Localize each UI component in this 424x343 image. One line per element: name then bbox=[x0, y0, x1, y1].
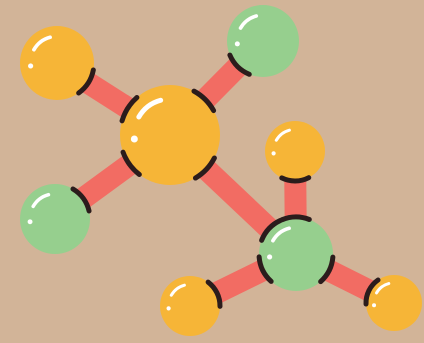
atom-bottom-left-highlight-dot bbox=[166, 306, 171, 311]
atom-bottom-left-highlight bbox=[169, 283, 186, 297]
atom-lower-center-highlight-dot bbox=[267, 254, 273, 260]
atom-bottom-left bbox=[160, 276, 220, 336]
atom-upper-right-body bbox=[265, 121, 325, 181]
atom-top-right bbox=[227, 5, 299, 77]
atom-lower-center bbox=[259, 217, 333, 291]
bond-cap-center-side bbox=[120, 149, 142, 177]
atom-top-left bbox=[20, 26, 94, 100]
atom-bottom-right bbox=[366, 275, 422, 331]
atom-bottom-right-highlight bbox=[375, 282, 391, 295]
bond-cap-center-side bbox=[192, 155, 217, 181]
bond-cap-upper-right-side bbox=[279, 175, 312, 184]
bond-cap-lower-center-side bbox=[279, 214, 312, 223]
atom-left-highlight bbox=[31, 192, 51, 209]
bond-cap-center-side bbox=[191, 88, 217, 114]
atom-center-highlight-dot bbox=[130, 135, 138, 143]
atom-bottom-right-highlight-dot bbox=[372, 303, 377, 308]
bond-cap-lower-center-side bbox=[259, 217, 283, 243]
atom-top-right-highlight bbox=[238, 14, 259, 30]
bond-cap-bottom-right-side bbox=[363, 277, 381, 307]
atom-left-highlight-dot bbox=[27, 219, 33, 225]
bond-cap-lower-center-side bbox=[256, 254, 274, 284]
bond-cap-lower-center-side bbox=[318, 254, 336, 285]
atom-center bbox=[120, 85, 220, 185]
atom-center-highlight bbox=[136, 97, 164, 120]
atom-lower-center-highlight bbox=[271, 226, 291, 243]
bond-caps-layer bbox=[70, 52, 381, 309]
atoms-layer bbox=[20, 5, 422, 336]
atom-upper-right bbox=[265, 121, 325, 181]
atom-left bbox=[20, 184, 90, 254]
bond-cap-left-side bbox=[70, 186, 92, 214]
atom-top-right-highlight-dot bbox=[234, 41, 240, 47]
atom-top-left-highlight-dot bbox=[28, 63, 34, 69]
atom-upper-right-highlight-dot bbox=[271, 151, 276, 156]
atom-upper-right-highlight bbox=[274, 128, 291, 142]
atom-top-left-highlight bbox=[32, 35, 52, 52]
bond-cap-top-right-side bbox=[227, 52, 252, 77]
bond-cap-top-left-side bbox=[76, 67, 96, 96]
bond-cap-bottom-left-side bbox=[205, 279, 223, 309]
bond-cap-center-side bbox=[119, 95, 140, 124]
